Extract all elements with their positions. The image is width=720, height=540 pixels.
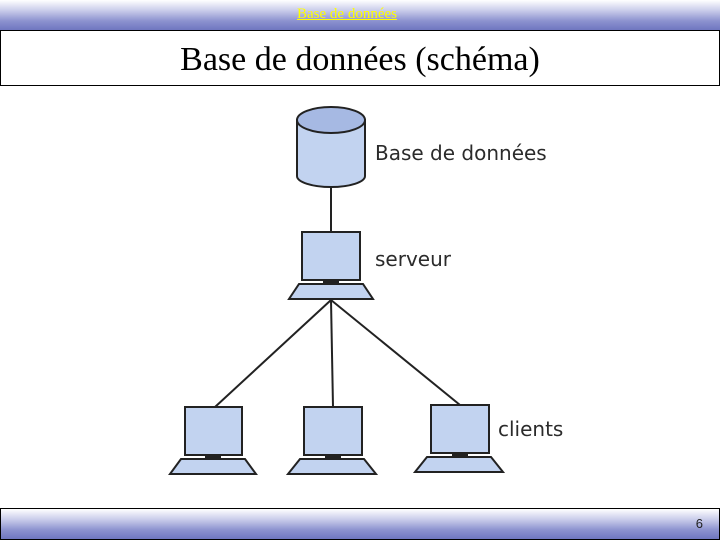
- database-label: Base de données: [375, 141, 547, 165]
- top-band: Base de données: [0, 0, 720, 30]
- server-icon: [287, 231, 375, 300]
- client-right-icon: [412, 404, 506, 473]
- title-box: Base de données (schéma): [0, 30, 720, 86]
- database-icon: [296, 106, 366, 188]
- server-client-right-link: [330, 299, 461, 406]
- client-center-icon: [285, 406, 379, 475]
- server-label: serveur: [375, 247, 452, 271]
- clients-label: clients: [498, 417, 563, 441]
- server-client-center-link: [330, 299, 334, 408]
- header-text: Base de données: [297, 6, 397, 22]
- bottom-band: 6: [0, 508, 720, 540]
- client-left-icon: [168, 406, 258, 475]
- page-number: 6: [695, 516, 703, 531]
- server-client-left-link: [214, 299, 332, 408]
- slide-title: Base de données (schéma): [180, 41, 540, 78]
